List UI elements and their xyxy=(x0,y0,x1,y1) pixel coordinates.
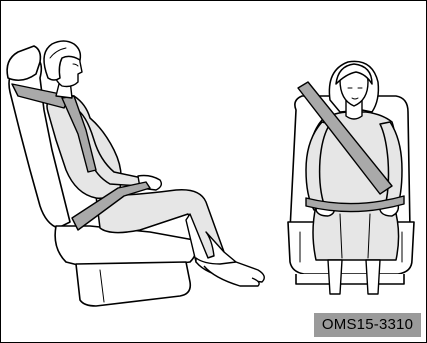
figure-code-label: OMS15-3310 xyxy=(314,313,421,337)
front-view-figure xyxy=(288,61,414,294)
side-view-figure xyxy=(7,41,264,306)
front-seat-legs xyxy=(296,274,404,284)
side-seat-base xyxy=(76,262,190,306)
side-headrest xyxy=(7,46,40,80)
